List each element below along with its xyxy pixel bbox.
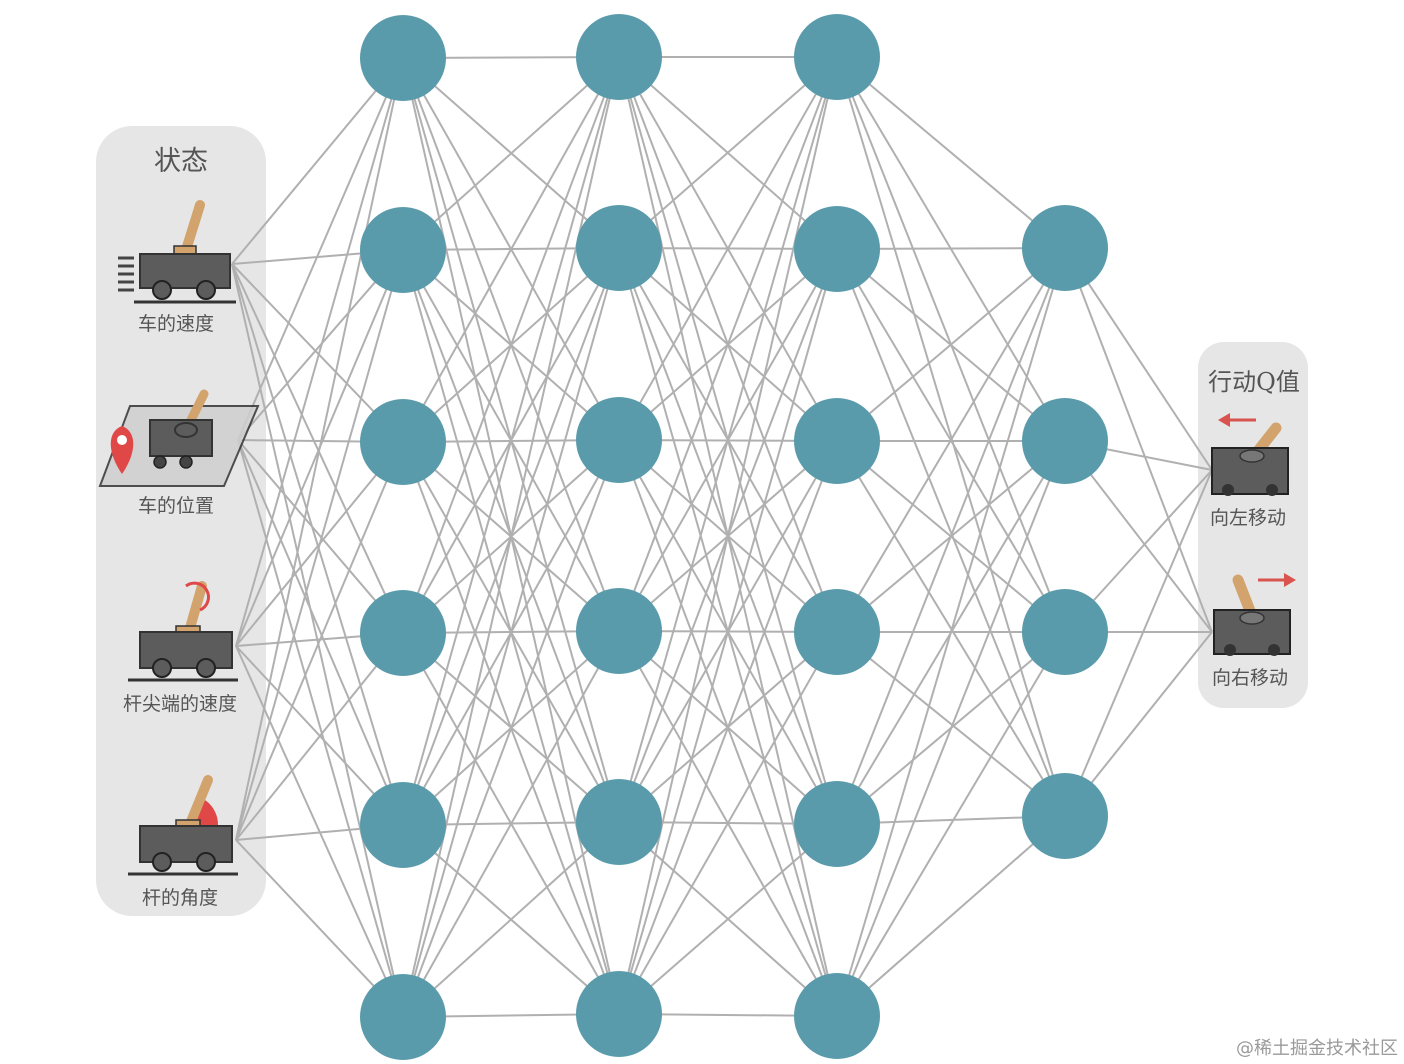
- edge-hidden2-hidden3: [618, 823, 838, 1015]
- edge-input-hidden1: [231, 263, 404, 826]
- neuron-layer-1: [360, 15, 446, 101]
- edge-hidden1-hidden2: [402, 439, 620, 1018]
- edge-input-hidden1: [235, 632, 404, 841]
- state-label-cart-position: 车的位置: [138, 495, 214, 517]
- neuron-layer-1: [360, 782, 446, 868]
- action-panel-title: 行动Q值: [1208, 368, 1300, 396]
- neuron-layer-3: [794, 398, 880, 484]
- state-label-pole-angle: 杆的角度: [142, 887, 218, 909]
- edge-hidden4-output: [1064, 247, 1213, 471]
- neuron-layer-2: [576, 205, 662, 291]
- neuron-layer-1: [360, 399, 446, 485]
- neuron-layer-3: [794, 781, 880, 867]
- edge-hidden2-hidden3: [618, 56, 838, 1015]
- neurons: [360, 14, 1108, 1060]
- state-panel-title: 状态: [154, 146, 208, 177]
- edge-hidden1-hidden2: [402, 821, 620, 1018]
- edge-hidden3-hidden4: [836, 247, 1066, 825]
- edge-hidden3-hidden4: [836, 631, 1066, 1017]
- cart-speed-icon: [118, 200, 236, 304]
- neuron-layer-3: [794, 14, 880, 100]
- cart-position-icon: [98, 389, 260, 487]
- edge-hidden2-hidden3: [618, 56, 838, 441]
- edge-input-hidden1: [235, 57, 404, 841]
- neuron-layer-4: [1022, 773, 1108, 859]
- neuron-layer-2: [576, 397, 662, 483]
- edge-hidden2-hidden3: [618, 56, 838, 249]
- pole-angle-icon: [128, 775, 238, 876]
- edge-hidden3-hidden4: [836, 440, 1066, 1017]
- action-label-move-left: 向左移动: [1210, 507, 1286, 529]
- edge-input-hidden1: [231, 263, 404, 634]
- edge-hidden1-hidden2: [402, 56, 620, 634]
- neuron-layer-2: [576, 14, 662, 100]
- edge-input-hidden1: [237, 439, 404, 1018]
- edge-input-hidden1: [231, 57, 404, 265]
- edge-hidden2-hidden3: [618, 440, 838, 1015]
- edge-hidden1-hidden2: [402, 56, 620, 826]
- connections: [231, 56, 1213, 1018]
- move-right-icon: [1213, 573, 1296, 656]
- neuron-layer-3: [794, 973, 880, 1059]
- edge-hidden3-hidden4: [836, 247, 1066, 633]
- edge-hidden3-hidden4: [836, 247, 1066, 1017]
- move-left-icon: [1211, 413, 1289, 496]
- edge-hidden2-hidden3: [618, 631, 838, 1015]
- neuron-layer-2: [576, 779, 662, 865]
- edge-hidden4-output: [1064, 247, 1213, 633]
- edge-input-hidden1: [235, 441, 404, 841]
- edge-input-hidden1: [237, 57, 404, 441]
- state-label-pole-tip-velocity: 杆尖端的速度: [123, 693, 237, 715]
- edge-input-hidden1: [235, 249, 404, 841]
- watermark: @稀土掘金技术社区: [1236, 1038, 1398, 1059]
- edge-hidden1-hidden2: [402, 56, 620, 251]
- edge-hidden1-hidden2: [402, 630, 620, 1018]
- edge-hidden3-hidden4: [836, 815, 1066, 1017]
- state-panel: [96, 126, 266, 916]
- edge-hidden2-hidden3: [618, 248, 838, 1015]
- edge-hidden3-hidden4: [836, 248, 1066, 817]
- neuron-layer-1: [360, 590, 446, 676]
- edge-hidden1-hidden2: [402, 56, 620, 443]
- edge-hidden1-hidden2: [402, 247, 620, 1018]
- edge-input-hidden1: [237, 439, 404, 826]
- action-label-move-right: 向右移动: [1212, 667, 1288, 689]
- edge-hidden2-hidden3: [618, 56, 838, 823]
- edge-input-hidden1: [235, 57, 404, 647]
- edge-hidden2-hidden3: [618, 56, 838, 632]
- neuron-layer-3: [794, 589, 880, 675]
- edge-hidden1-hidden2: [402, 56, 620, 1018]
- edge-hidden3-hidden4: [836, 56, 1066, 249]
- neuron-layer-4: [1022, 398, 1108, 484]
- neuron-layer-1: [360, 974, 446, 1060]
- edge-hidden3-hidden4: [836, 56, 1066, 817]
- neuron-layer-3: [794, 206, 880, 292]
- neuron-layer-4: [1022, 589, 1108, 675]
- pole-tip-velocity-icon: [128, 581, 238, 682]
- edge-hidden4-output: [1064, 469, 1213, 817]
- edge-hidden3-hidden4: [836, 631, 1066, 817]
- state-label-cart-speed: 车的速度: [138, 313, 214, 335]
- neuron-layer-1: [360, 207, 446, 293]
- neuron-layer-2: [576, 971, 662, 1057]
- neuron-layer-2: [576, 588, 662, 674]
- neuron-layer-4: [1022, 205, 1108, 291]
- edge-hidden3-hidden4: [836, 247, 1066, 442]
